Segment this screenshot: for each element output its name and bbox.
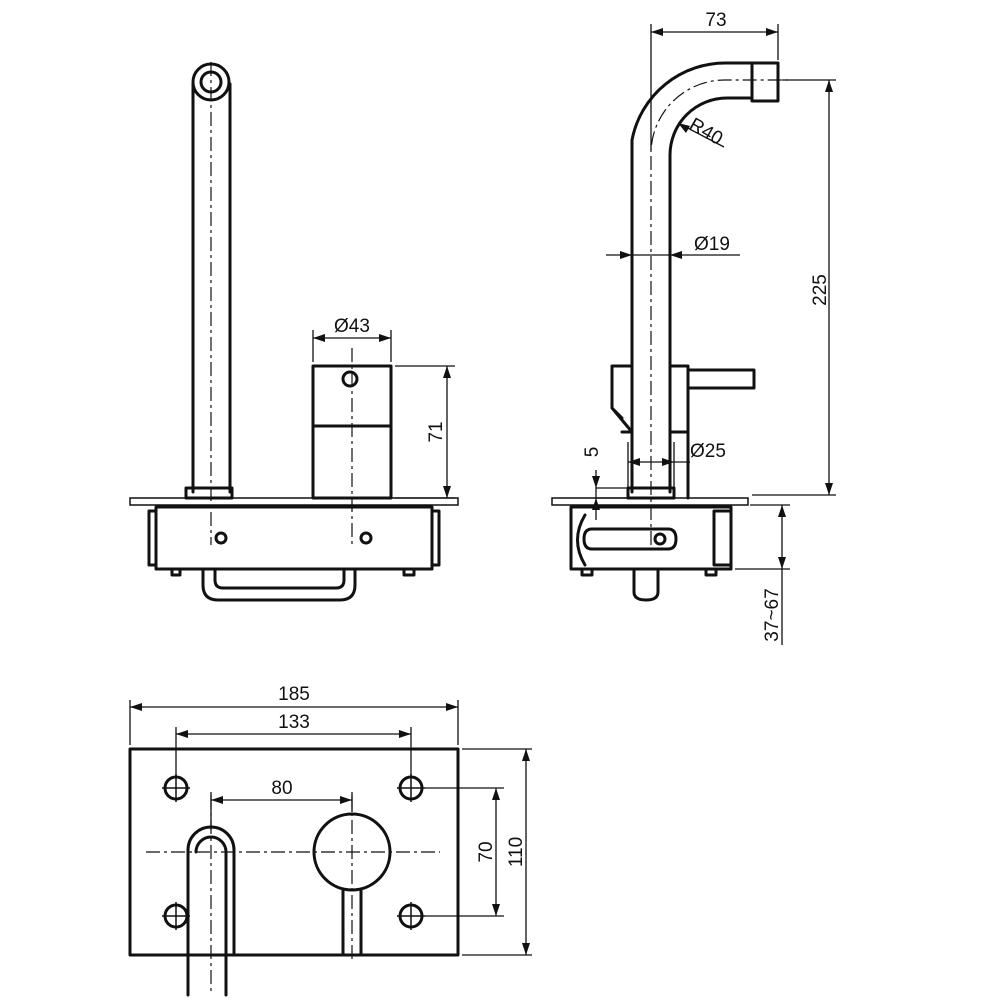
front-body-port-left xyxy=(214,531,228,545)
side-spout-inner xyxy=(668,96,754,494)
dim-plate-height: 110 xyxy=(462,748,532,956)
side-body-feet xyxy=(580,567,718,577)
front-body-feet xyxy=(170,567,416,577)
side-spout-centerline xyxy=(650,79,788,545)
dim-overall-height: 225 xyxy=(752,79,836,496)
dim-spigot-height: 5 xyxy=(582,447,628,520)
plan-mounting-hole-top-right xyxy=(397,774,425,802)
plan-wall-plate xyxy=(128,747,460,957)
plan-view: 185 133 80 70 110 xyxy=(128,684,532,997)
dim-overall-height-label: 225 xyxy=(810,274,831,306)
dim-plate-height-label: 110 xyxy=(506,837,527,867)
dim-spout-base-diameter: Ø25 xyxy=(627,441,726,498)
front-handle-grub-screw xyxy=(341,370,359,388)
dim-handle-height-label: 71 xyxy=(426,421,447,442)
front-body-loop xyxy=(201,567,357,602)
plan-handle-lever xyxy=(341,888,363,957)
plan-handle xyxy=(312,812,392,892)
front-body-lug-right xyxy=(430,509,441,567)
dim-handle-diameter: Ø43 xyxy=(312,316,392,362)
side-spout-outer xyxy=(630,61,754,494)
dim-hole-spacing-horizontal-label: 133 xyxy=(278,712,310,733)
side-spout-aerator xyxy=(750,61,780,103)
side-body-block xyxy=(712,509,733,567)
dim-handle-diameter-label: Ø43 xyxy=(334,316,370,337)
plan-mounting-hole-bottom-right xyxy=(397,902,425,930)
plan-mounting-hole-top-left xyxy=(162,774,190,802)
front-body-port-right xyxy=(359,531,373,545)
dim-centre-distance: 80 xyxy=(210,778,353,830)
dim-bend-radius: R40 xyxy=(677,114,726,150)
side-handle-profile xyxy=(610,364,756,500)
dim-spout-base-diameter-label: Ø25 xyxy=(690,441,726,462)
dim-spout-diameter: Ø19 xyxy=(606,234,740,259)
side-body-pin xyxy=(653,532,667,546)
front-wall-plate xyxy=(129,497,459,506)
dim-spout-diameter-label: Ø19 xyxy=(694,234,730,255)
dim-handle-height: 71 xyxy=(395,365,455,499)
plan-spout xyxy=(186,825,236,997)
side-body-slot xyxy=(582,527,678,551)
dim-hole-spacing-vertical-label: 70 xyxy=(476,841,497,862)
dim-plate-width-label: 185 xyxy=(278,684,310,705)
side-view: 73 R40 Ø19 225 Ø25 xyxy=(551,10,836,645)
front-valve-body xyxy=(154,505,434,571)
dim-plate-width: 185 xyxy=(129,684,459,745)
plan-mounting-hole-bottom-left xyxy=(162,902,190,930)
side-body-curve xyxy=(576,513,587,567)
dim-wall-depth-label: 37~67 xyxy=(762,588,783,641)
dim-hole-spacing-horizontal: 133 xyxy=(175,712,412,776)
side-wall-plate xyxy=(551,497,749,506)
dim-spout-projection: 73 xyxy=(650,10,779,150)
dim-centre-distance-label: 80 xyxy=(271,778,292,799)
front-body-lug-left xyxy=(147,509,158,567)
dim-spigot-height-label: 5 xyxy=(582,447,603,458)
dim-wall-depth: 37~67 xyxy=(735,504,790,645)
front-view: Ø43 71 xyxy=(129,62,459,602)
dim-spout-projection-label: 73 xyxy=(705,10,726,31)
front-spout-pipe xyxy=(191,82,232,494)
side-body-spigot xyxy=(632,567,660,602)
dim-hole-spacing-vertical: 70 xyxy=(425,787,504,917)
